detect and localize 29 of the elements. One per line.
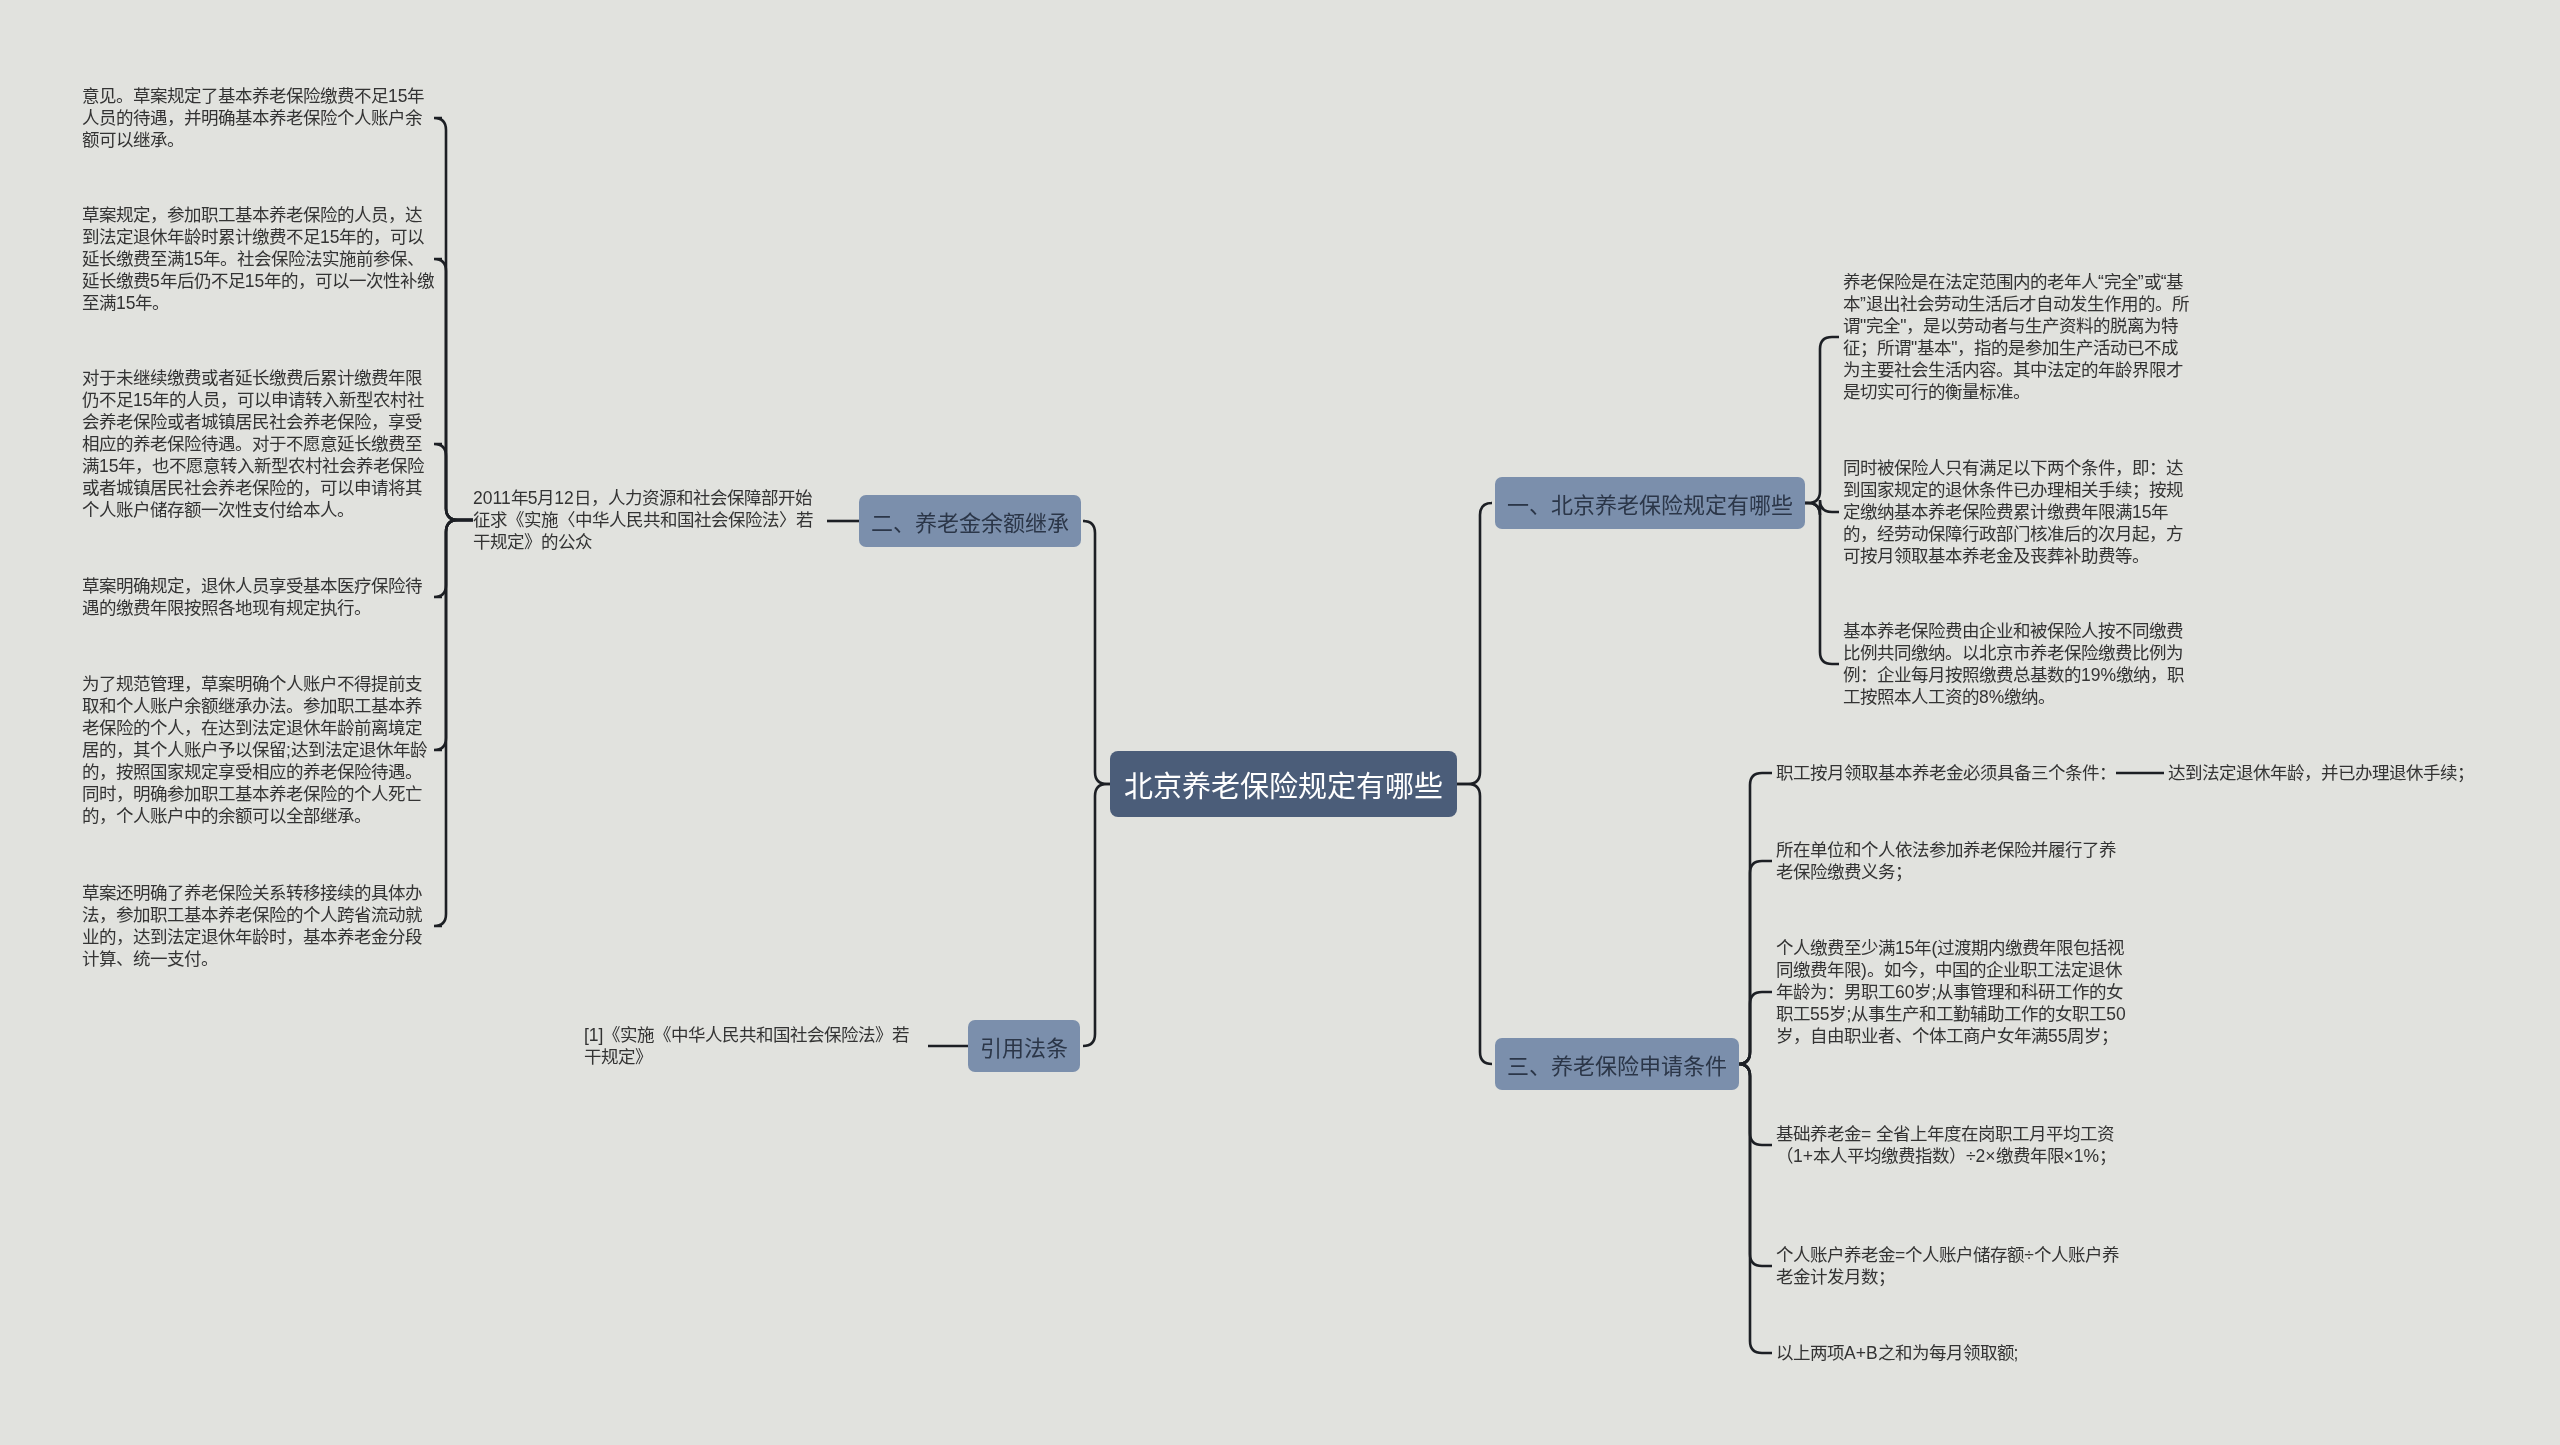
note-text: 2011年5月12日，人力资源和社会保障部开始征求《实施〈中华人民共和国社会保险法〉若干规定》的公众 xyxy=(473,487,823,553)
note-text: 以上两项A+B之和为每月领取额; xyxy=(1776,1342,2126,1364)
note-text: 达到法定退休年龄，并已办理退休手续； xyxy=(2168,762,2474,784)
note-text: 草案还明确了养老保险关系转移接续的具体办法，参加职工基本养老保险的个人跨省流动就业的，达到法定退休年龄时，基本养老金分段计算、统一支付。 xyxy=(82,882,438,970)
branch-box: 引用法条 xyxy=(968,1020,1080,1072)
note-text: 同时被保险人只有满足以下两个条件，即：达到国家规定的退休条件已办理相关手续；按规定缴纳基本养老保险费累计缴费年限满15年的，经劳动保障行政部门核准后的次月起，方可按月领取基本养老金及丧葬补助费等。 xyxy=(1843,457,2193,567)
branch-box: 三、养老保险申请条件 xyxy=(1495,1038,1739,1090)
branch-box: 二、养老金余额继承 xyxy=(859,495,1081,547)
connector xyxy=(2116,771,2164,775)
note-text: 草案明确规定，退休人员享受基本医疗保险待遇的缴费年限按照各地现有规定执行。 xyxy=(82,575,438,619)
connector xyxy=(432,518,473,928)
connector xyxy=(928,1044,968,1048)
note-text: [1]《实施《中华人民共和国社会保险法》若干规定》 xyxy=(584,1024,924,1068)
note-text: 为了规范管理，草案明确个人账户不得提前支取和个人账户余额继承办法。参加职工基本养老保险的个人，在达到法定退休年龄前离境定居的，其个人账户予以保留;达到法定退休年龄的，按照国家规定享受相应的养老保险待遇。同时，明确参加职工基本养老保险的个人死亡的，个人账户中的余额可以全部继承。 xyxy=(82,673,438,827)
note-text: 所在单位和个人依法参加养老保险并履行了养老保险缴费义务； xyxy=(1776,839,2126,883)
topic-box: 北京养老保险规定有哪些 xyxy=(1110,751,1457,817)
note-text: 意见。草案规定了基本养老保险缴费不足15年人员的待遇，并明确基本养老保险个人账户余额可以继承。 xyxy=(82,85,438,151)
note-text: 职工按月领取基本养老金必须具备三个条件： xyxy=(1776,762,2116,784)
note-text: 个人缴费至少满15年(过渡期内缴费年限包括视同缴费年限)。如今，中国的企业职工法定退休年龄为：男职工60岁;从事管理和科研工作的女职工55岁;从事生产和工勤辅助工作的女职工50岁，自由职业者、个体工商户女年满55周岁； xyxy=(1776,937,2126,1047)
branch-box: 一、北京养老保险规定有哪些 xyxy=(1495,477,1805,529)
note-text: 养老保险是在法定范围内的老年人“完全”或“基本”退出社会劳动生活后才自动发生作用的。所谓"完全"，是以劳动者与生产资料的脱离为特征；所谓"基本"，指的是参加生产活动已不成为主要社会生活内容。其中法定的年龄界限才是切实可行的衡量标准。 xyxy=(1843,271,2193,403)
connector xyxy=(1081,782,1110,1048)
connector xyxy=(1457,782,1494,1066)
note-text: 个人账户养老金=个人账户储存额÷个人账户养老金计发月数； xyxy=(1776,1244,2126,1288)
note-text: 基本养老保险费由企业和被保险人按不同缴费比例共同缴纳。以北京市养老保险缴费比例为例：企业每月按照缴费总基数的19%缴纳，职工按照本人工资的8%缴纳。 xyxy=(1843,620,2193,708)
note-text: 基础养老金= 全省上年度在岗职工月平均工资（1+本人平均缴费指数）÷2×缴费年限×1%； xyxy=(1776,1123,2126,1167)
note-text: 草案规定，参加职工基本养老保险的人员，达到法定退休年龄时累计缴费不足15年的，可以延长缴费至满15年。社会保险法实施前参保、延长缴费5年后仍不足15年的，可以一次性补缴至满15年。 xyxy=(82,204,438,314)
note-text: 对于未继续缴费或者延长缴费后累计缴费年限仍不足15年的人员，可以申请转入新型农村社会养老保险或者城镇居民社会养老保险，享受相应的养老保险待遇。对于不愿意延长缴费至满15年，也不愿意转入新型农村社会养老保险或者城镇居民社会养老保险的，可以申请将其个人账户储存额一次性支付给本人。 xyxy=(82,367,438,521)
connector xyxy=(827,519,859,523)
